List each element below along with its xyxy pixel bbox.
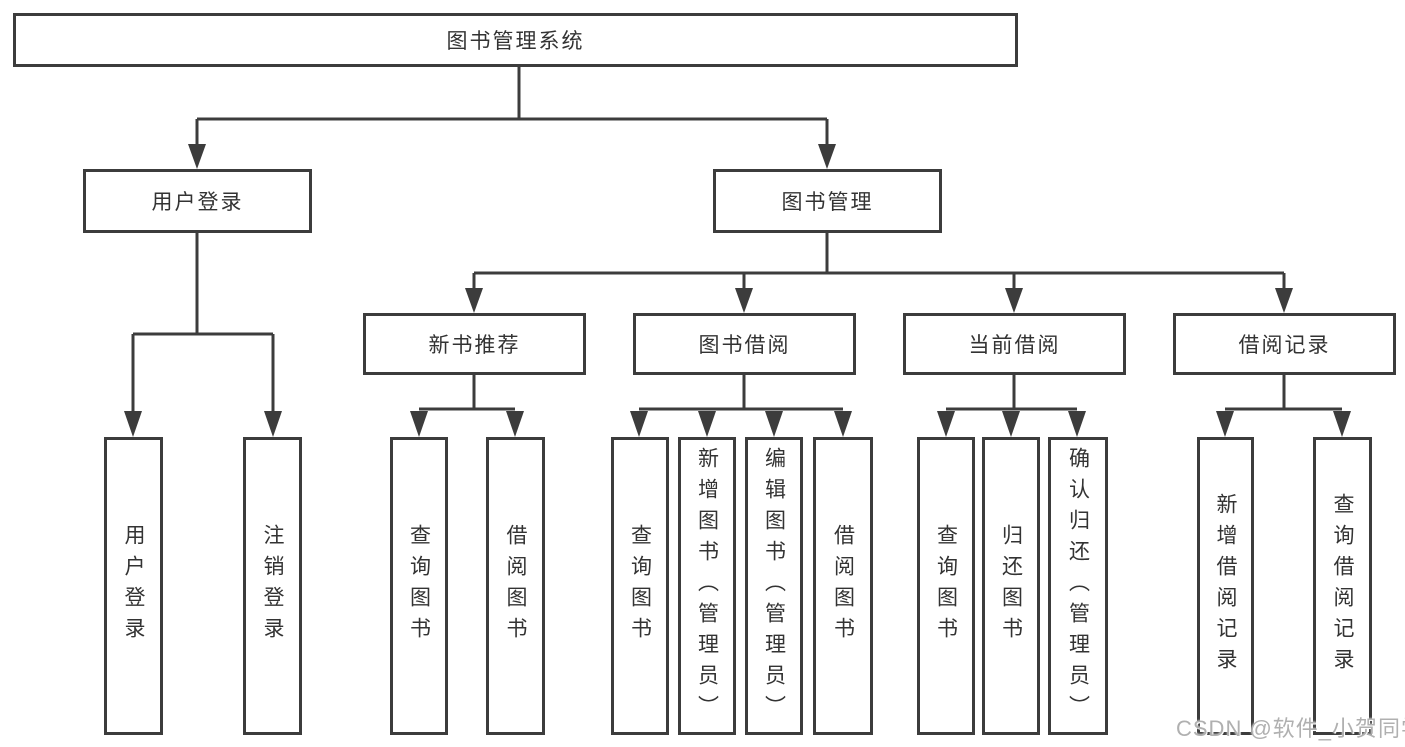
arrow-down-icon xyxy=(937,411,955,437)
node-user-login: 用户登录 xyxy=(83,169,312,233)
arrow-down-icon xyxy=(1002,411,1020,437)
arrow-down-icon xyxy=(188,144,206,169)
arrow-down-icon xyxy=(506,411,524,437)
leaf-label: 借阅图书 xyxy=(504,524,527,648)
node-new-book-recommendation: 新书推荐 xyxy=(363,313,586,375)
node-label: 用户登录 xyxy=(151,191,244,214)
leaf-label: 新增借阅记录 xyxy=(1214,493,1237,679)
arrow-down-icon xyxy=(124,411,142,437)
connector-book-management-children xyxy=(472,233,1286,293)
leaf-edit-book-admin: 编辑图书（管理员） xyxy=(745,437,803,735)
leaf-borrow-books-borrowing: 借阅图书 xyxy=(813,437,873,735)
arrow-down-icon xyxy=(1005,288,1023,313)
connector-user-login-children xyxy=(131,233,275,416)
leaf-add-book-admin: 新增图书（管理员） xyxy=(678,437,736,735)
node-current-borrowing: 当前借阅 xyxy=(903,313,1126,375)
leaf-label: 新增图书（管理员） xyxy=(695,446,719,726)
node-label: 图书借阅 xyxy=(698,334,791,357)
leaf-label: 查询图书 xyxy=(628,524,652,648)
connector-level3-children xyxy=(419,375,1342,411)
leaf-label: 借阅图书 xyxy=(831,524,855,648)
node-book-borrowing: 图书借阅 xyxy=(633,313,856,375)
arrow-down-icon xyxy=(1068,411,1086,437)
leaf-label: 归还图书 xyxy=(999,524,1023,648)
leaf-label: 编辑图书（管理员） xyxy=(762,446,786,726)
leaf-label: 确认归还（管理员） xyxy=(1066,446,1090,726)
arrow-down-icon xyxy=(735,288,753,313)
watermark: CSDN @软件_小贺同学 xyxy=(1176,716,1405,741)
node-library-management-system: 图书管理系统 xyxy=(13,13,1018,67)
node-label: 新书推荐 xyxy=(428,334,521,357)
connector-root-to-level2 xyxy=(195,67,829,150)
arrow-down-icon xyxy=(698,411,716,437)
node-borrow-records: 借阅记录 xyxy=(1173,313,1396,375)
leaf-label: 注销登录 xyxy=(261,524,284,648)
arrow-down-icon xyxy=(630,411,648,437)
node-book-management: 图书管理 xyxy=(713,169,942,233)
arrow-down-icon xyxy=(264,411,282,437)
arrow-down-icon xyxy=(465,288,483,313)
leaf-label: 查询图书 xyxy=(407,524,431,648)
leaf-query-borrow-record: 查询借阅记录 xyxy=(1313,437,1372,735)
arrow-down-icon xyxy=(818,144,836,169)
leaf-user-login: 用户登录 xyxy=(104,437,163,735)
leaf-return-books: 归还图书 xyxy=(982,437,1040,735)
leaf-borrow-books-recommend: 借阅图书 xyxy=(486,437,545,735)
leaf-confirm-return-admin: 确认归还（管理员） xyxy=(1048,437,1108,735)
leaf-query-books-borrowing: 查询图书 xyxy=(611,437,669,735)
arrow-down-icon xyxy=(765,411,783,437)
arrow-down-icon xyxy=(834,411,852,437)
leaf-add-borrow-record: 新增借阅记录 xyxy=(1197,437,1254,735)
arrow-down-icon xyxy=(1216,411,1234,437)
leaf-label: 用户登录 xyxy=(122,524,145,648)
leaf-label: 查询图书 xyxy=(934,524,958,648)
node-label: 图书管理 xyxy=(781,191,874,214)
arrow-down-icon xyxy=(1275,288,1293,313)
leaf-logout: 注销登录 xyxy=(243,437,302,735)
node-label: 图书管理系统 xyxy=(446,30,585,53)
arrowhead-icons xyxy=(124,144,1351,437)
arrow-down-icon xyxy=(410,411,428,437)
leaf-query-books-current: 查询图书 xyxy=(917,437,975,735)
node-label: 借阅记录 xyxy=(1238,334,1331,357)
leaf-query-books-recommend: 查询图书 xyxy=(390,437,448,735)
arrow-down-icon xyxy=(1333,411,1351,437)
leaf-label: 查询借阅记录 xyxy=(1331,493,1354,679)
node-label: 当前借阅 xyxy=(968,334,1061,357)
